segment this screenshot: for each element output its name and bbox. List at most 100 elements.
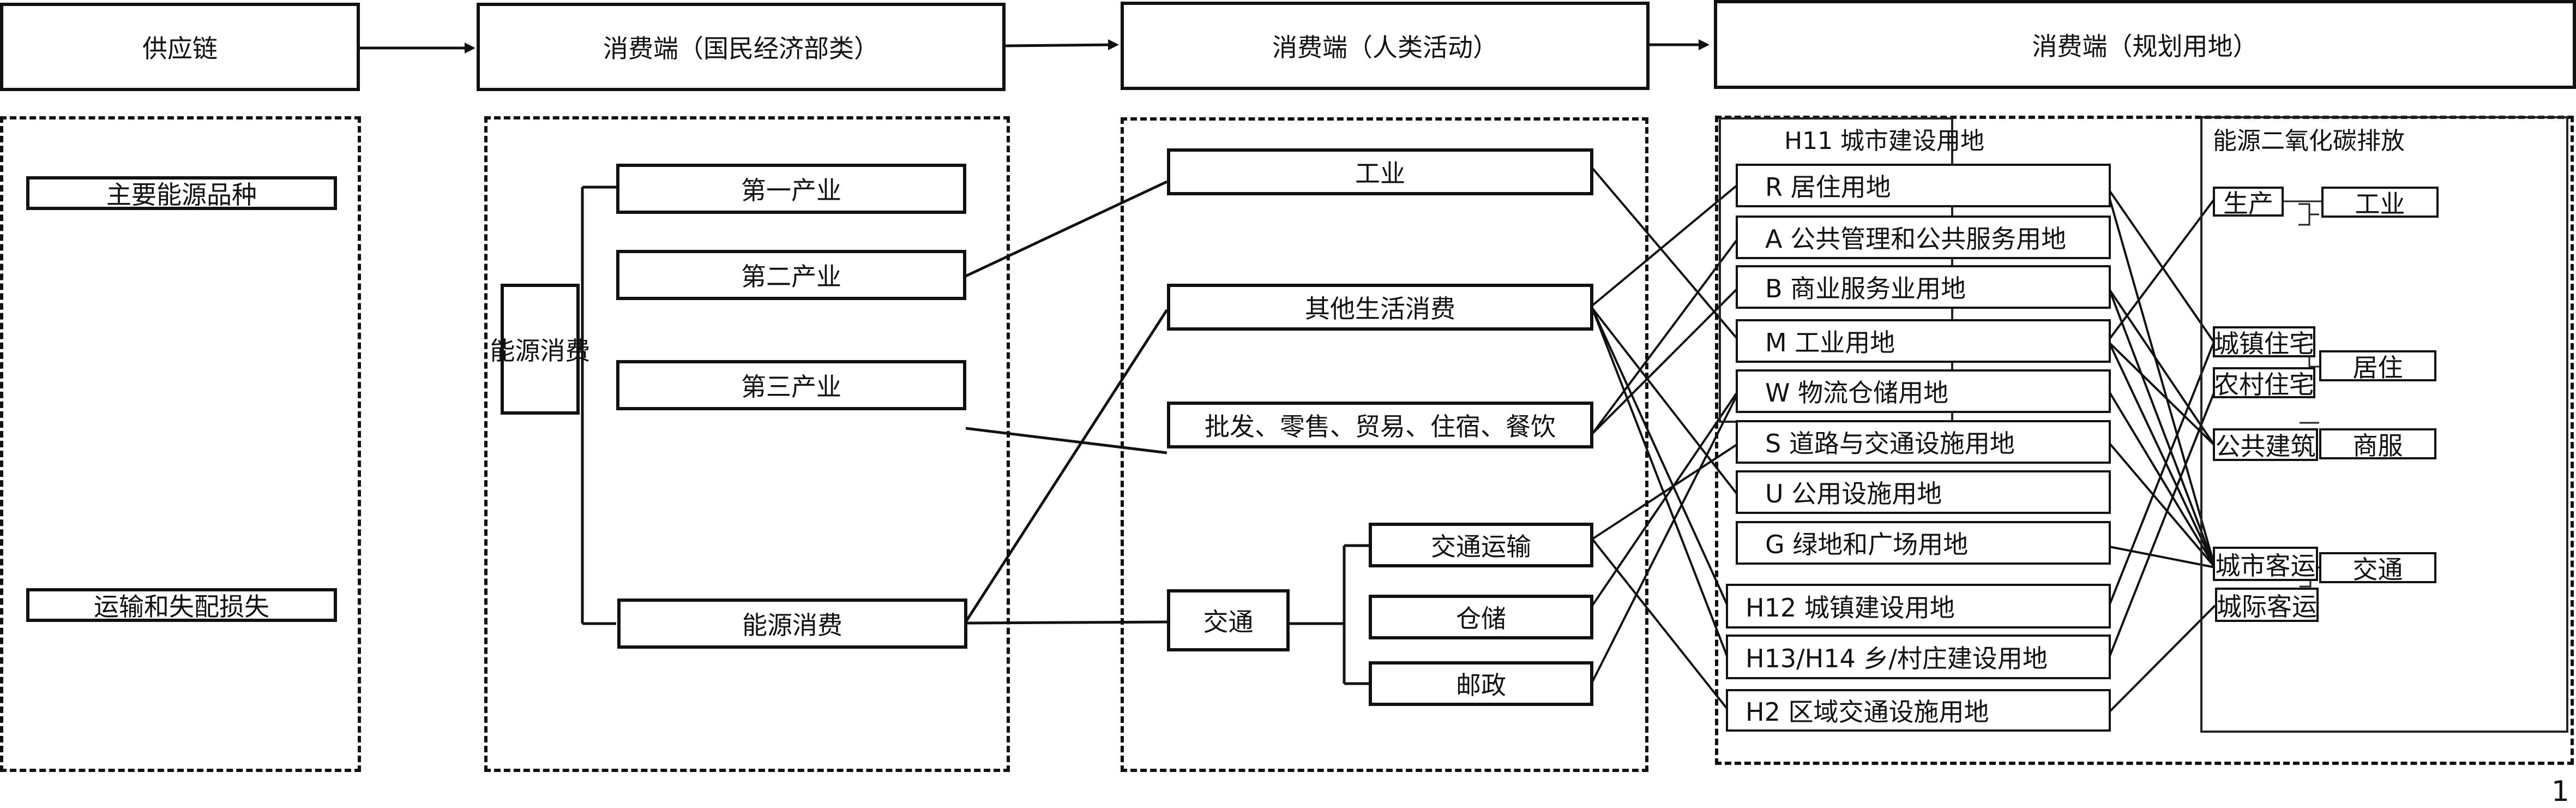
wire xyxy=(2108,199,2215,340)
wire xyxy=(1591,392,1738,607)
economy-root: 能源消费 xyxy=(490,284,591,415)
stage-supply-chain: 供应链 xyxy=(0,3,360,91)
activity-other-living: 其他生活消费 xyxy=(1167,284,1593,331)
activity-label: 批发、零售、贸易、住宿、餐饮 xyxy=(1205,412,1556,441)
emission-public-buildings: 公共建筑 xyxy=(2213,428,2318,461)
land-g-green-square: G 绿地和广场用地 xyxy=(1736,521,2111,565)
land-r-residential: R 居住用地 xyxy=(1736,164,2111,207)
wire xyxy=(2108,392,2215,658)
stage-label: 消费端（国民经济部类） xyxy=(603,34,879,63)
supply-item-energy-types: 主要能源品种 xyxy=(26,176,337,210)
arrow-economy-activity xyxy=(1004,43,1114,47)
emission-group-frame xyxy=(2200,116,2568,733)
activity-label: 工业 xyxy=(1355,159,1405,188)
h11-title: H11 城市建设用地 xyxy=(1784,127,1985,155)
page-number: 1 xyxy=(2551,775,2569,808)
emission-group-label: 商服 xyxy=(2352,430,2403,460)
branch-label: 第二产业 xyxy=(741,262,841,291)
panel-landuse xyxy=(1715,116,2574,765)
land-label: G 绿地和广场用地 xyxy=(1765,530,1969,559)
wire xyxy=(2105,184,2215,343)
branch-label: 能源消费 xyxy=(742,611,842,640)
stage-label: 消费端（人类活动） xyxy=(1272,33,1498,62)
wire xyxy=(2109,546,2216,568)
emission-title: 能源二氧化碳排放 xyxy=(2213,127,2405,155)
wire xyxy=(1591,288,1738,435)
emission-urban-housing: 城镇住宅 xyxy=(2213,326,2315,358)
stage-economic-sector: 消费端（国民经济部类） xyxy=(477,3,1006,91)
emission-label: 城际客运 xyxy=(2217,591,2317,621)
stage-land-use: 消费端（规划用地） xyxy=(1714,0,2576,89)
land-w-logistics: W 物流仓储用地 xyxy=(1736,369,2111,413)
activity-label: 其他生活消费 xyxy=(1305,294,1455,324)
wire xyxy=(1591,167,1738,339)
economy-root-label: 能源消费 xyxy=(490,336,591,366)
wire xyxy=(2108,604,2216,713)
economy-branch-tertiary: 第三产业 xyxy=(616,360,966,410)
stage-human-activity: 消费端（人类活动） xyxy=(1121,2,1650,90)
wire xyxy=(2108,442,2216,568)
economy-branch-primary: 第一产业 xyxy=(616,164,966,214)
emission-urban-passenger: 城市客运 xyxy=(2213,547,2318,581)
land-label: U 公用设施用地 xyxy=(1765,479,1942,508)
supply-item-label: 运输和失配损失 xyxy=(94,592,269,621)
panel-economy xyxy=(484,116,1010,772)
emission-label: 城镇住宅 xyxy=(2214,328,2314,358)
land-u-utilities: U 公用设施用地 xyxy=(1736,470,2111,514)
activity-transport: 交通 xyxy=(1167,589,1290,651)
emission-label: 公共建筑 xyxy=(2215,432,2316,461)
wire xyxy=(964,309,1169,623)
panel-supply xyxy=(0,116,361,772)
activity-trade-hospitality: 批发、零售、贸易、住宿、餐饮 xyxy=(1167,402,1593,448)
wire xyxy=(1591,308,1729,658)
emission-group-label: 工业 xyxy=(2355,189,2405,219)
economy-branch-secondary: 第二产业 xyxy=(616,250,966,300)
emission-group-industry: 工业 xyxy=(2321,187,2439,219)
branch-label: 第三产业 xyxy=(741,372,841,402)
supply-item-label: 主要能源品种 xyxy=(106,180,257,210)
land-label: H12 城镇建设用地 xyxy=(1746,593,1955,623)
wire xyxy=(965,620,1167,625)
emission-label: 生产 xyxy=(2223,188,2273,218)
activity-transport-shipping: 交通运输 xyxy=(1369,523,1593,567)
wire xyxy=(1591,184,1738,307)
land-m-industrial: M 工业用地 xyxy=(1736,319,2111,363)
emission-intercity-passenger: 城际客运 xyxy=(2215,588,2319,622)
land-label: H13/H14 乡/村庄建设用地 xyxy=(1746,644,2048,673)
activity-industry: 工业 xyxy=(1167,148,1593,195)
supply-item-transmission-loss: 运输和失配损失 xyxy=(26,588,337,622)
arrowhead xyxy=(1108,39,1119,50)
emission-group-commercial: 商服 xyxy=(2319,428,2436,460)
arrowhead xyxy=(465,43,476,53)
wire xyxy=(2108,391,2216,568)
emission-rural-housing: 农村住宅 xyxy=(2213,367,2315,399)
land-label: B 商业服务业用地 xyxy=(1765,274,1966,303)
emission-label: 城市客运 xyxy=(2215,550,2316,580)
wire xyxy=(2108,342,2215,446)
wire xyxy=(2108,289,2216,568)
wire xyxy=(2105,185,2216,568)
emission-group-transport: 交通 xyxy=(2319,552,2436,584)
wire xyxy=(965,427,1167,454)
land-label: H2 区域交通设施用地 xyxy=(1746,697,1989,727)
emission-production: 生产 xyxy=(2213,187,2284,218)
activity-transport-postal: 邮政 xyxy=(1369,661,1593,706)
emission-group-label: 交通 xyxy=(2352,554,2403,584)
wire xyxy=(1591,307,1738,495)
wire xyxy=(2108,342,2216,568)
land-s-road-transport: S 道路与交通设施用地 xyxy=(1736,420,2111,464)
land-label: A 公共管理和公共服务用地 xyxy=(1765,224,2067,254)
land-label: W 物流仓储用地 xyxy=(1765,378,1949,408)
land-label: S 道路与交通设施用地 xyxy=(1765,429,2015,458)
economy-branch-energy: 能源消费 xyxy=(617,598,967,649)
land-h2-regional-transport: H2 区域交通设施用地 xyxy=(1726,689,2111,732)
wire xyxy=(2108,342,2215,606)
activity-label: 仓储 xyxy=(1456,604,1506,633)
land-label: R 居住用地 xyxy=(1765,172,1891,202)
land-label: M 工业用地 xyxy=(1765,328,1895,357)
emission-label: 农村住宅 xyxy=(2214,369,2314,399)
panel-activity xyxy=(1121,117,1648,772)
activity-label: 交通运输 xyxy=(1431,532,1531,561)
activity-label: 交通 xyxy=(1203,607,1254,637)
